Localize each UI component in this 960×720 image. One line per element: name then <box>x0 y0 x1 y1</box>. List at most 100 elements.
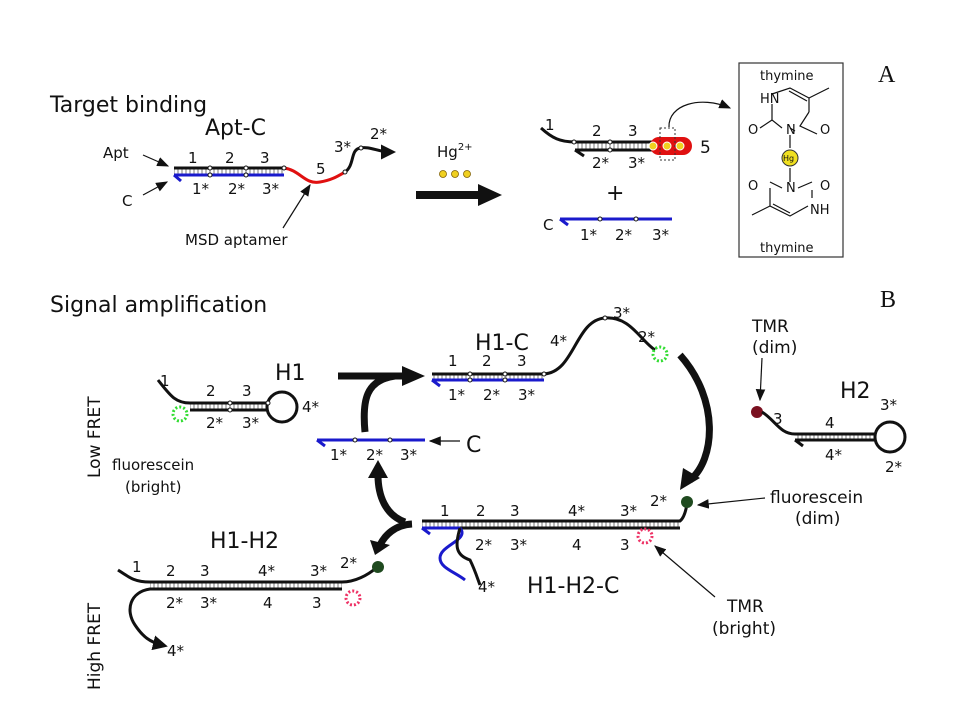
tmr-label: TMR <box>726 597 764 617</box>
svg-text:O: O <box>820 179 830 194</box>
mercury-ions <box>439 170 471 178</box>
fluorescein-label: fluorescein <box>112 456 194 474</box>
svg-text:3*: 3* <box>613 304 631 322</box>
svg-text:(dim): (dim) <box>752 338 797 358</box>
svg-text:4*: 4* <box>825 446 843 464</box>
tmr-dim-dye <box>751 406 763 418</box>
panel-b-letter: B <box>880 287 896 313</box>
svg-text:4: 4 <box>825 414 835 432</box>
svg-text:2*: 2* <box>638 328 656 346</box>
svg-text:2*: 2* <box>885 458 903 476</box>
svg-text:2*: 2* <box>340 554 358 572</box>
svg-text:(dim): (dim) <box>795 509 840 529</box>
svg-text:3*: 3* <box>880 396 898 414</box>
apt-product: 1 2 3 2* 3* 5 + C 1* 2* 3* <box>539 99 732 244</box>
svg-text:3*: 3* <box>620 502 638 520</box>
segment-label: 5 <box>700 138 711 158</box>
svg-text:3: 3 <box>773 410 783 428</box>
panel-b: Signal amplification B Low FRET High FRE… <box>50 287 907 690</box>
svg-text:4: 4 <box>263 594 273 612</box>
panel-a: Target binding A Apt-C 1 2 3 1* 2* 3* 5 … <box>49 62 896 258</box>
h1-c-complex: H1-C 1 2 3 1* 2* 3* 4* 3* 2* <box>431 304 669 404</box>
msd-aptamer-label: MSD aptamer <box>185 231 288 249</box>
svg-text:2: 2 <box>482 352 492 370</box>
segment-label: 1 <box>545 116 555 134</box>
svg-text:3*: 3* <box>200 594 218 612</box>
svg-text:2*: 2* <box>650 492 668 510</box>
svg-text:1: 1 <box>132 558 142 576</box>
segment-label: 2 <box>592 122 602 140</box>
svg-text:(bright): (bright) <box>125 478 181 496</box>
segment-label: 2* <box>592 154 610 172</box>
svg-text:2*: 2* <box>206 414 224 432</box>
svg-text:3*: 3* <box>510 536 528 554</box>
svg-text:1*: 1* <box>448 386 466 404</box>
apt-c-title: Apt-C <box>205 116 266 141</box>
c-label: C <box>122 192 132 210</box>
mercury-ions <box>648 141 685 151</box>
fluorescein-dim-dye <box>372 561 384 573</box>
svg-text:2: 2 <box>166 562 176 580</box>
thymine-label-bottom: thymine <box>760 241 814 256</box>
fluorescein-label: fluorescein <box>770 488 863 508</box>
segment-label: 3* <box>334 138 352 156</box>
svg-text:4: 4 <box>572 536 582 554</box>
svg-text:2*: 2* <box>366 446 384 464</box>
svg-text:O: O <box>748 123 758 138</box>
fluorescein-bright-dye <box>651 345 669 363</box>
svg-text:4*: 4* <box>550 332 568 350</box>
apt-label: Apt <box>103 144 129 162</box>
mercury-addition: Hg2+ <box>416 142 502 206</box>
thymine-hg-inset: thymine thymine HN N O O Hg N O O NH <box>738 62 844 258</box>
svg-text:NH: NH <box>810 203 830 218</box>
svg-text:HN: HN <box>760 92 780 107</box>
svg-text:O: O <box>820 123 830 138</box>
svg-text:N: N <box>786 181 796 196</box>
svg-text:2*: 2* <box>475 536 493 554</box>
segment-label: 3* <box>628 154 646 172</box>
svg-text:2: 2 <box>476 502 486 520</box>
free-c-label: C <box>543 216 553 234</box>
svg-text:3*: 3* <box>518 386 536 404</box>
svg-text:(bright): (bright) <box>712 619 776 639</box>
svg-text:4*: 4* <box>478 578 496 596</box>
cycle-arrows <box>338 352 713 555</box>
svg-text:1: 1 <box>448 352 458 370</box>
panel-a-heading: Target binding <box>49 93 207 118</box>
segment-label: 1* <box>580 226 598 244</box>
h1-h2-title: H1-H2 <box>210 529 279 554</box>
tmr-bright-dye <box>636 527 654 545</box>
h1-hairpin: H1 1 2 3 2* 3* 4* fluorescein (bright) <box>112 361 320 496</box>
segment-label: 2 <box>225 149 235 167</box>
segment-label: 3 <box>260 149 270 167</box>
segment-label: 1* <box>192 180 210 198</box>
svg-text:1: 1 <box>440 502 450 520</box>
segment-label: 3* <box>652 226 670 244</box>
low-fret-label: Low FRET <box>85 396 105 478</box>
svg-text:3: 3 <box>620 536 630 554</box>
svg-text:O: O <box>748 179 758 194</box>
svg-text:1*: 1* <box>330 446 348 464</box>
h2-title: H2 <box>840 379 871 404</box>
svg-text:3*: 3* <box>400 446 418 464</box>
svg-text:3: 3 <box>510 502 520 520</box>
svg-text:Hg: Hg <box>783 154 794 163</box>
h1-h2-complex: H1-H2 1 2 3 4* 3* 2* 2* 3* 4 3 4* <box>117 529 384 660</box>
segment-label: 2* <box>370 125 388 143</box>
plus-sign: + <box>606 181 624 206</box>
svg-text:3: 3 <box>242 382 252 400</box>
svg-text:4*: 4* <box>568 502 586 520</box>
msd-aptamer-strand <box>283 166 346 184</box>
segment-label: 5 <box>316 160 326 178</box>
high-fret-label: High FRET <box>85 602 105 690</box>
h1-h2-c-complex: 1 2 3 4* 3* 2* 2* 3* 4 3 4* H1-H2-C fluo… <box>421 488 863 639</box>
segment-label: 3 <box>628 122 638 140</box>
svg-text:N: N <box>786 123 796 138</box>
svg-text:3: 3 <box>312 594 322 612</box>
h1-c-title: H1-C <box>475 331 529 356</box>
svg-text:4*: 4* <box>167 642 185 660</box>
svg-text:2*: 2* <box>166 594 184 612</box>
mercury-atom <box>781 149 799 167</box>
apt-c-complex: Apt-C 1 2 3 1* 2* 3* 5 3* 2* Apt C MSD a… <box>103 116 396 249</box>
